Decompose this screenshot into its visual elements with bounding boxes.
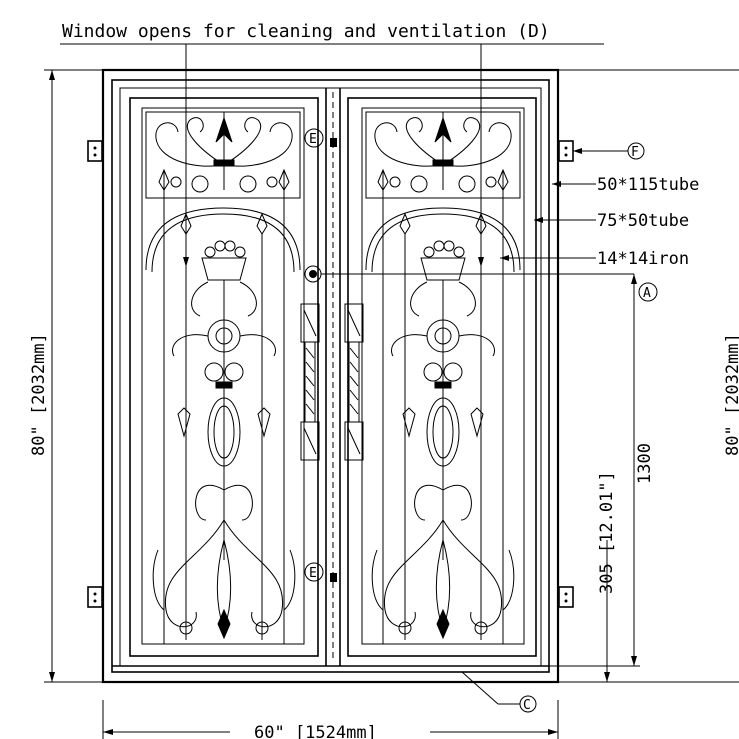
callout-iron: 14*14iron (597, 249, 689, 269)
title-text: Window opens for cleaning and ventilatio… (62, 21, 550, 42)
callout-tube-inner: 75*50tube (597, 211, 689, 231)
right-height-dimension (558, 69, 739, 683)
hinges (87, 140, 574, 608)
right-top-scroll-ornament (374, 112, 512, 193)
callout-c-label: C (523, 698, 531, 713)
bottom-width-dimension (102, 700, 559, 739)
right-medallion (402, 397, 484, 467)
latch-bottom (330, 573, 337, 582)
left-finials (158, 168, 290, 644)
lower-height-label: 305 [12.01"] (597, 471, 617, 594)
marker-e-top-circle (304, 128, 324, 148)
callout-leaders (321, 142, 658, 713)
callout-f-label: F (631, 145, 639, 160)
handle-height-dimension (549, 274, 640, 667)
callout-a-label: A (643, 286, 651, 301)
right-height-label: 80" [2032mm] (723, 333, 739, 456)
right-urn-ornament (391, 240, 495, 560)
right-lower-scrolls (371, 484, 515, 640)
left-height-label: 80" [2032mm] (29, 333, 49, 456)
door-frame (101, 68, 560, 684)
lower-height-dimension (558, 540, 614, 683)
right-finials (377, 168, 509, 644)
left-urn-ornament (172, 240, 276, 560)
left-height-dimension (44, 69, 103, 683)
marker-e-bottom-circle (304, 562, 324, 582)
callout-tube-outer: 50*115tube (597, 175, 699, 195)
marker-e-top-label: E (309, 132, 317, 147)
left-top-scroll-ornament (155, 112, 293, 193)
latch-top (330, 138, 337, 147)
right-door-leaf (347, 97, 537, 657)
left-medallion (177, 397, 271, 467)
left-lower-scrolls (152, 484, 296, 640)
left-door-leaf: E E (129, 97, 337, 657)
handle-height-label: 1300 (635, 443, 655, 484)
door-handles (300, 265, 364, 461)
bottom-width-label: 60" [1524mm] (254, 723, 377, 739)
marker-e-bottom-label: E (309, 566, 317, 581)
